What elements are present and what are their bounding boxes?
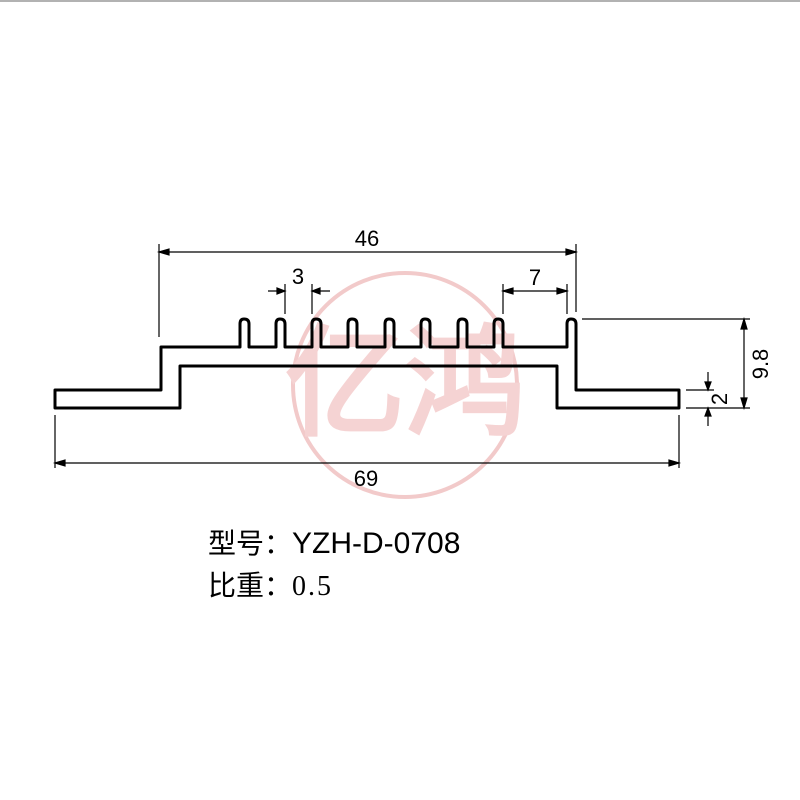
weight-label: 比重： [208,569,293,602]
dimension-overall-width [52,415,682,468]
dimension-fin-gap-label: 3 [292,264,304,289]
spec-weight-line: 比重：0.5 [208,564,333,604]
dimension-top-width [156,244,579,337]
model-label: 型号： [208,527,293,560]
dimension-base-thickness [686,372,714,426]
dimension-fin-gap [268,284,330,314]
weight-value: 0.5 [292,571,334,602]
dimension-base-thickness-label: 2 [707,393,732,405]
watermark-logo: 亿鸿 [285,271,525,499]
watermark-text: 亿鸿 [285,315,525,454]
dimension-fin-edge-gap [500,284,570,314]
dimension-fin-edge-gap-label: 7 [529,265,541,290]
profile-outline [53,317,681,410]
watermark-circle [291,271,519,499]
dimension-height-label: 9.8 [748,349,773,380]
model-value: YZH-D-0708 [292,527,461,560]
spec-model-line: 型号：YZH-D-0708 [208,522,460,562]
dimension-top-width-label: 46 [355,226,379,251]
dimension-overall-width-label: 69 [354,466,378,491]
dimension-height [582,316,750,411]
